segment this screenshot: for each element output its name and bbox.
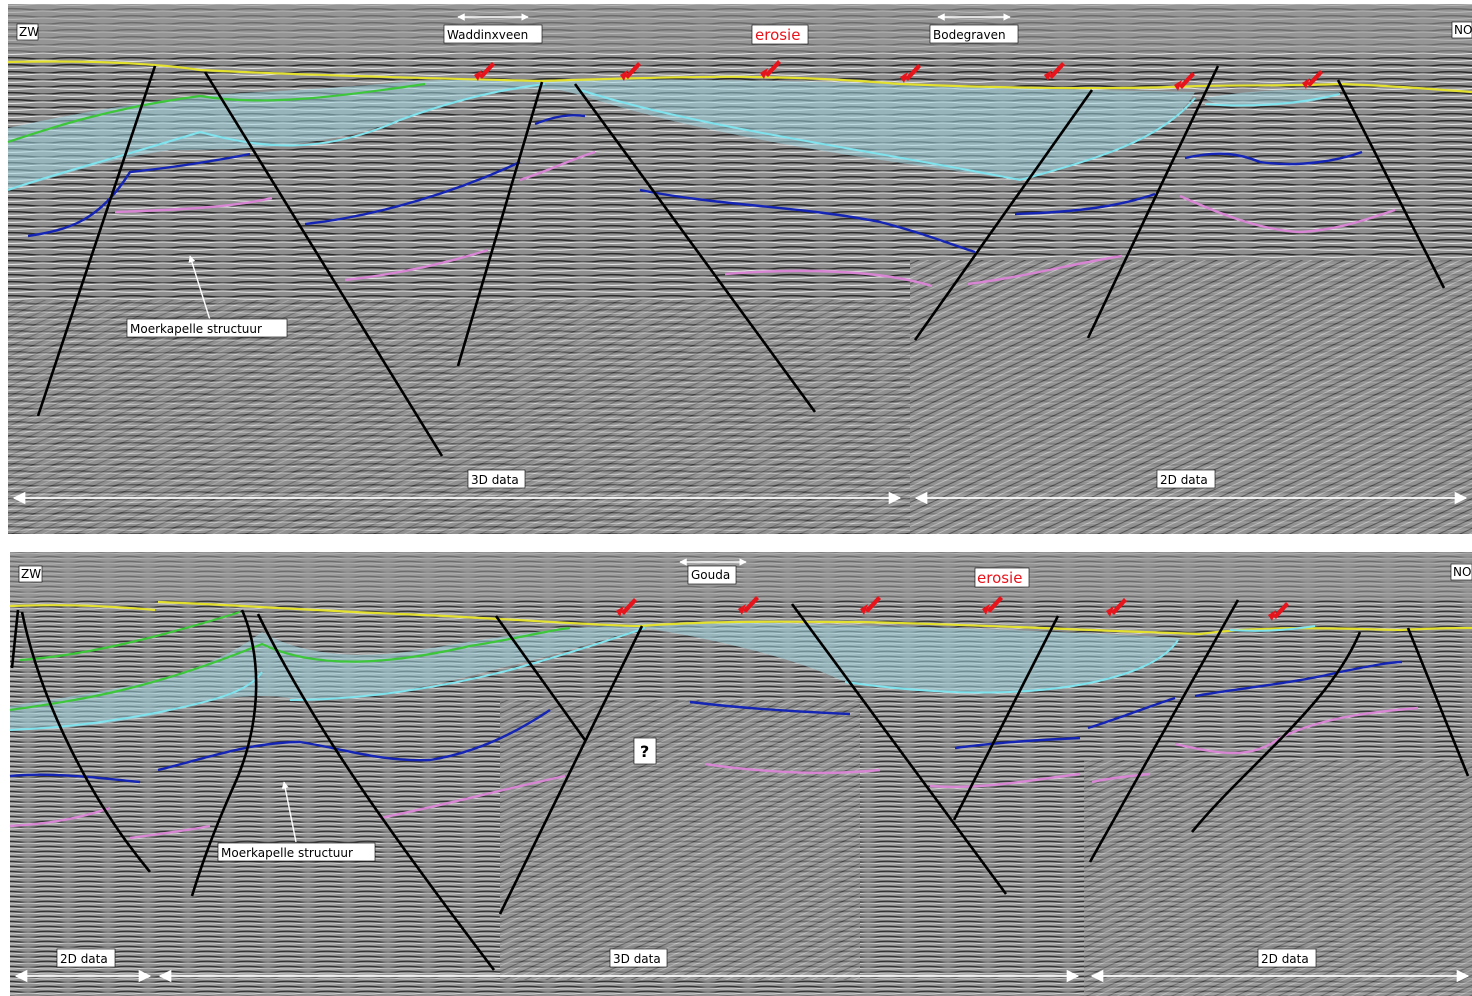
top-green-horizon xyxy=(7,82,426,144)
fault-line xyxy=(790,603,1008,895)
bottom-sky xyxy=(10,552,1472,600)
bottom-green-horizon xyxy=(9,610,571,712)
top-erosion-box xyxy=(751,24,809,45)
top-town-2-box xyxy=(929,24,1019,44)
fault-line xyxy=(498,625,644,915)
bottom-moerkapelle-pointer xyxy=(281,781,297,843)
bottom-pink-horizon xyxy=(9,706,1419,840)
top-pink-horizon xyxy=(114,150,1396,288)
top-erosion-label: erosie xyxy=(755,26,800,44)
erosion-arrow-icon xyxy=(620,62,641,81)
bottom-question-box xyxy=(633,737,657,765)
bottom-panel: ZW NO Gouda erosie ? Moerkapelle structu… xyxy=(9,552,1472,996)
erosion-arrow-icon xyxy=(738,596,759,615)
bottom-cyan-horizon xyxy=(9,625,1316,731)
top-sky xyxy=(8,4,1472,52)
top-cyan-horizon xyxy=(7,83,1341,191)
erosion-arrow-icon xyxy=(1044,62,1065,81)
top-infill-area xyxy=(8,79,1195,190)
top-structure-label: Moerkapelle structuur xyxy=(130,322,262,336)
bottom-erosion-box xyxy=(974,567,1030,588)
bottom-label-no: NO xyxy=(1453,565,1471,579)
erosion-arrow-icon xyxy=(900,64,921,83)
bottom-town-1: Gouda xyxy=(691,568,730,582)
fault-line xyxy=(190,609,258,897)
erosion-arrow-icon xyxy=(982,596,1003,615)
bottom-3d-noise xyxy=(500,700,860,980)
top-faults xyxy=(36,65,1446,457)
fault-line xyxy=(1406,627,1470,777)
erosion-arrow-icon xyxy=(1174,72,1195,91)
top-structure-box xyxy=(126,318,288,338)
top-3d-box xyxy=(467,469,526,489)
top-erosion-arrows xyxy=(474,60,1323,91)
bottom-erosion-arrows xyxy=(616,596,1289,621)
erosion-arrow-icon xyxy=(616,598,637,617)
fault-line xyxy=(10,609,20,669)
top-2d-label: 2D data xyxy=(1160,473,1208,487)
top-panel: ZW NO Waddinxveen erosie Bodegraven Moer… xyxy=(7,4,1472,534)
fault-line xyxy=(256,613,496,971)
fault-line xyxy=(1088,599,1240,863)
top-label-zw: ZW xyxy=(19,25,39,39)
bottom-2d-left-box xyxy=(56,948,116,968)
fault-line xyxy=(952,615,1060,821)
erosion-arrow-icon xyxy=(474,62,495,81)
bottom-surface-horizon xyxy=(9,600,1472,636)
erosion-arrow-icon xyxy=(1106,598,1127,617)
erosion-arrow-icon xyxy=(1302,70,1323,89)
bottom-structure-label: Moerkapelle structuur xyxy=(221,846,353,860)
top-2d-box xyxy=(1156,469,1216,489)
fault-line xyxy=(1190,631,1362,833)
bottom-label-zw-box xyxy=(18,565,43,583)
top-3d-label: 3D data xyxy=(471,473,519,487)
fault-line xyxy=(456,81,544,367)
bottom-2d-right-box xyxy=(1257,948,1317,968)
erosion-arrow-icon xyxy=(1268,602,1289,621)
bottom-infill-area xyxy=(10,622,1180,730)
fault-line xyxy=(36,65,157,417)
bottom-label-no-box xyxy=(1450,563,1472,581)
bottom-2d-left-label: 2D data xyxy=(60,952,108,966)
fault-line xyxy=(494,615,587,741)
top-town-1-box xyxy=(443,24,543,44)
erosion-arrow-icon xyxy=(860,596,881,615)
top-infill-area-right xyxy=(1205,90,1340,106)
top-moerkapelle-pointer xyxy=(188,255,211,321)
top-label-zw-box xyxy=(16,23,39,41)
top-label-no: NO xyxy=(1454,23,1472,37)
bottom-2d-right-label: 2D data xyxy=(1261,952,1309,966)
bottom-label-zw: ZW xyxy=(21,567,41,581)
top-blue-horizon xyxy=(27,114,1363,254)
top-2d-area xyxy=(910,260,1472,534)
bottom-3d-label: 3D data xyxy=(613,952,661,966)
bottom-3d-box xyxy=(609,948,668,968)
erosion-arrow-icon xyxy=(760,60,781,79)
fault-line xyxy=(913,89,1094,341)
bottom-erosion-label: erosie xyxy=(977,569,1022,587)
fault-line xyxy=(203,71,444,457)
bottom-question-mark: ? xyxy=(640,742,649,761)
fault-line xyxy=(1336,79,1446,289)
top-town-2: Bodegraven xyxy=(933,28,1006,42)
bottom-blue-horizon xyxy=(9,660,1403,784)
fault-line xyxy=(573,83,817,413)
bottom-town-1-box xyxy=(687,565,737,585)
fault-line xyxy=(20,611,151,873)
top-label-no-box xyxy=(1451,21,1472,39)
fault-line xyxy=(1086,65,1220,339)
top-town-1: Waddinxveen xyxy=(447,28,528,42)
bottom-faults xyxy=(10,599,1470,971)
bottom-structure-box xyxy=(217,842,376,862)
